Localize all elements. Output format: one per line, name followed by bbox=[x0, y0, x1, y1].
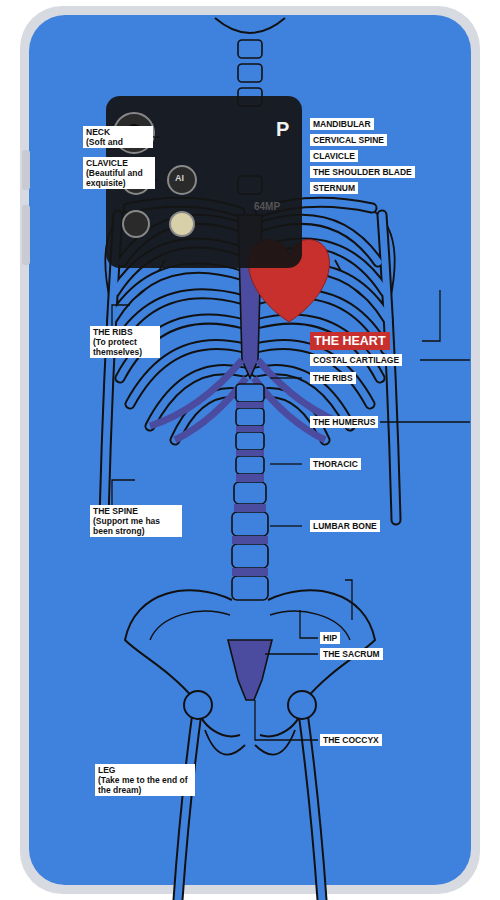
label-box: COSTAL CARTILAGE bbox=[310, 354, 402, 366]
part-name: THE HUMERUS bbox=[313, 417, 375, 427]
label-box: THE SHOULDER BLADE bbox=[310, 166, 415, 178]
part-name: LEG bbox=[98, 765, 192, 775]
part-name: THE COCCYX bbox=[323, 735, 379, 745]
label-box: THE HUMERUS bbox=[310, 416, 378, 428]
label-box: THORACIC bbox=[310, 458, 361, 470]
part-name: STERNUM bbox=[313, 183, 355, 193]
part-note: (Take me to the end of the dream) bbox=[98, 775, 192, 795]
part-note: (To protect themselves) bbox=[93, 337, 157, 357]
hip-socket bbox=[184, 691, 212, 719]
spinal-discs bbox=[232, 402, 268, 576]
sacrum bbox=[228, 640, 272, 700]
part-note: (Support me has been strong) bbox=[93, 516, 179, 536]
part-name: MANDIBULAR bbox=[313, 119, 371, 129]
flash bbox=[170, 212, 194, 236]
part-name: THE RIBS bbox=[313, 373, 353, 383]
part-name: CERVICAL SPINE bbox=[313, 135, 384, 145]
part-name: THE RIBS bbox=[93, 327, 157, 337]
leader-lines bbox=[112, 137, 470, 740]
part-name: COSTAL CARTILAGE bbox=[313, 355, 399, 365]
part-name: NECK bbox=[86, 127, 150, 137]
camera-lens bbox=[168, 166, 196, 194]
part-name: THE SPINE bbox=[93, 506, 179, 516]
label-box: THE SACRUM bbox=[320, 648, 383, 660]
hip-socket bbox=[288, 691, 316, 719]
side-button bbox=[22, 150, 30, 190]
label-box: HIP bbox=[320, 632, 340, 644]
pubis bbox=[205, 730, 295, 755]
camera-spec: 64MP bbox=[254, 201, 280, 212]
label-box: NECK(Soft and bbox=[83, 126, 153, 148]
part-note: (Beautiful and exquisite) bbox=[86, 168, 152, 188]
label-box: LEG(Take me to the end of the dream) bbox=[95, 764, 195, 796]
label-box: THE COCCYX bbox=[320, 734, 382, 746]
part-note: (Soft and bbox=[86, 137, 150, 147]
label-box: CERVICAL SPINE bbox=[310, 134, 387, 146]
label-box: MANDIBULAR bbox=[310, 118, 374, 130]
part-name: THE SACRUM bbox=[323, 649, 380, 659]
label-box: CLAVICLE bbox=[310, 150, 358, 162]
part-name: THE SHOULDER BLADE bbox=[313, 167, 412, 177]
part-name: LUMBAR BONE bbox=[313, 521, 377, 531]
case-back bbox=[29, 15, 471, 885]
camera-lens bbox=[123, 211, 149, 237]
label-box: CLAVICLE(Beautiful and exquisite) bbox=[83, 157, 155, 189]
part-name: CLAVICLE bbox=[86, 158, 152, 168]
side-button bbox=[22, 205, 30, 265]
part-name: HIP bbox=[323, 633, 337, 643]
mandible bbox=[215, 18, 285, 33]
case-rim bbox=[20, 6, 480, 894]
label-box: THE RIBS bbox=[310, 372, 356, 384]
highlight-label-box: THE HEART bbox=[310, 332, 390, 350]
part-name: CLAVICLE bbox=[313, 151, 355, 161]
vertebrae bbox=[232, 384, 268, 600]
label-box: THE SPINE(Support me has been strong) bbox=[90, 505, 182, 537]
label-box: LUMBAR BONE bbox=[310, 520, 380, 532]
part-name: THORACIC bbox=[313, 459, 358, 469]
label-box: THE RIBS(To protect themselves) bbox=[90, 326, 160, 358]
brand-mark: P bbox=[276, 118, 289, 141]
label-box: STERNUM bbox=[310, 182, 358, 194]
part-name: THE HEART bbox=[314, 333, 386, 349]
lens-label: AI bbox=[175, 173, 184, 183]
